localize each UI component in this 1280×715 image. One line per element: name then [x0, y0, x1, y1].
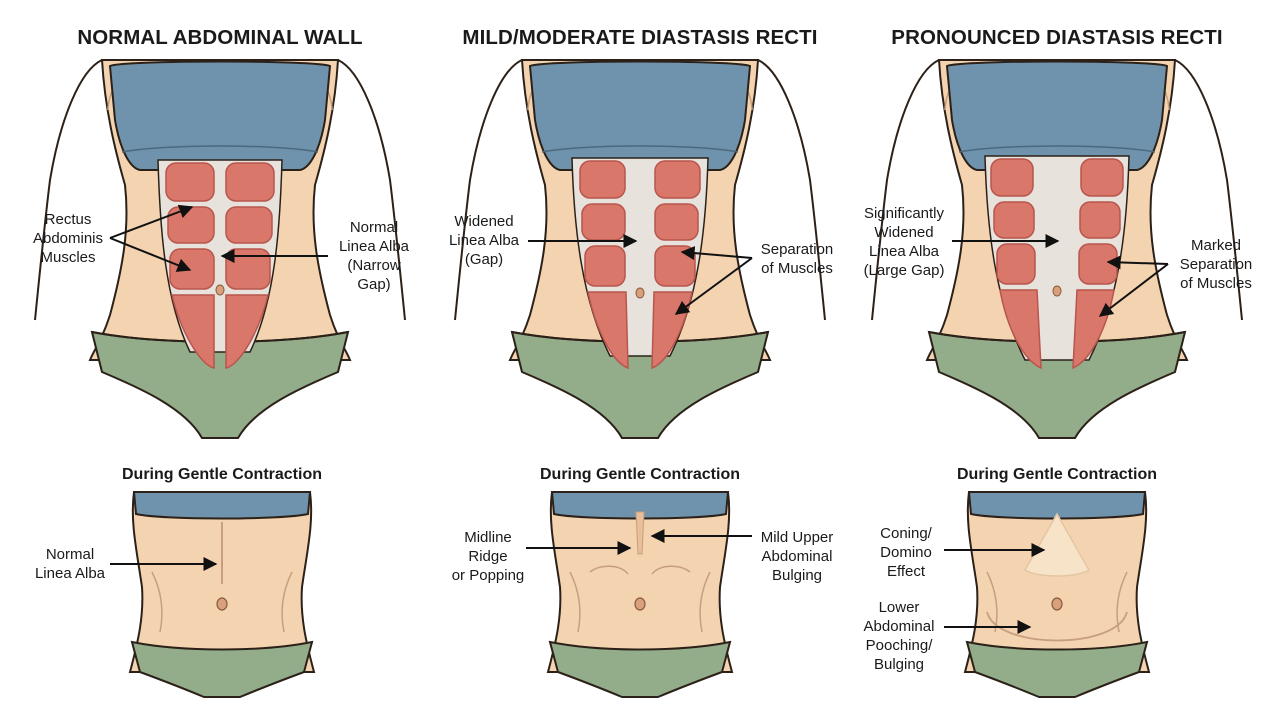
contraction-title-mild: During Gentle Contraction	[540, 466, 740, 483]
label-marked-separation: Marked Separation of Muscles	[1179, 237, 1253, 292]
panel-title-mild: MILD/MODERATE DIASTASIS RECTI	[462, 26, 818, 49]
label-lower-pooching: Lower Abdominal Pooching/ Bulging	[863, 599, 935, 673]
label-separation-of-muscles: Separation of Muscles	[760, 241, 834, 277]
label-coning-domino: Coning/ Domino Effect	[880, 525, 932, 580]
contraction-title-pronounced: During Gentle Contraction	[957, 466, 1157, 483]
label-contraction-normal: Normal Linea Alba	[34, 546, 106, 582]
label-rectus-abdominis: Rectus Abdominis Muscles	[32, 211, 104, 266]
label-mild-upper-bulging: Mild Upper Abdominal Bulging	[760, 529, 834, 584]
label-normal-linea-alba: Normal Linea Alba (Narrow Gap)	[338, 219, 410, 293]
panel-title-pronounced: PRONOUNCED DIASTASIS RECTI	[891, 26, 1223, 49]
label-midline-ridge: Midline Ridge or Popping	[451, 529, 525, 584]
label-widened-linea-alba: Widened Linea Alba (Gap)	[448, 213, 520, 268]
panel-title-normal: NORMAL ABDOMINAL WALL	[77, 26, 363, 49]
label-significantly-widened-linea-alba: Significantly Widened Linea Alba (Large …	[863, 205, 945, 279]
contraction-title-normal: During Gentle Contraction	[122, 466, 322, 483]
